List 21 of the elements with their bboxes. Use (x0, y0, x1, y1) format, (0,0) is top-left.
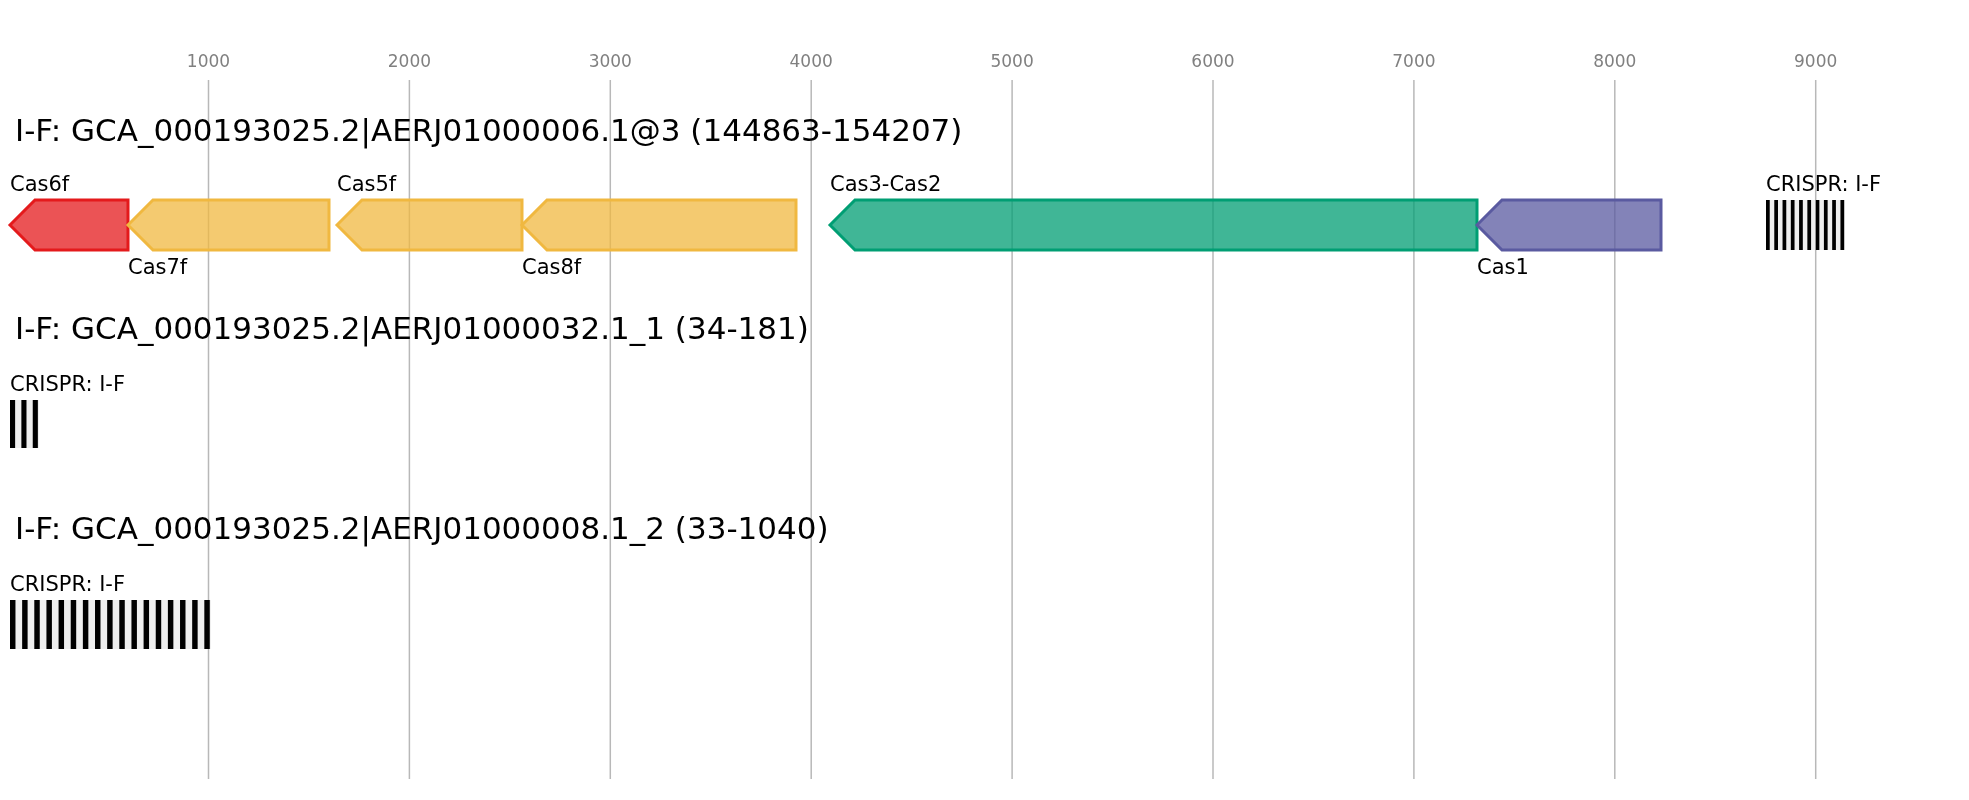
axis-tick-label: 6000 (1191, 51, 1235, 71)
axis-tick-label: 2000 (387, 51, 431, 71)
gene-label: Cas1 (1477, 255, 1529, 279)
array-label: CRISPR: I-F (10, 372, 125, 396)
axis-tick-label: 5000 (990, 51, 1034, 71)
gene-label: Cas6f (10, 172, 70, 196)
axis-tick-label: 7000 (1392, 51, 1436, 71)
track-title: I-F: GCA_000193025.2|AERJ01000006.1@3 (144863-154207) (15, 112, 963, 148)
track-title: I-F: GCA_000193025.2|AERJ01000008.1_2 (33-1040) (15, 510, 829, 546)
gene-label: Cas3-Cas2 (830, 172, 942, 196)
axis-tick-label: 4000 (789, 51, 833, 71)
array-label: CRISPR: I-F (10, 572, 125, 596)
track-title: I-F: GCA_000193025.2|AERJ01000032.1_1 (34-181) (15, 310, 809, 346)
axis-tick-label: 3000 (588, 51, 632, 71)
array-label: CRISPR: I-F (1766, 172, 1881, 196)
axis-tick-label: 9000 (1794, 51, 1838, 71)
gene-label: Cas5f (337, 172, 397, 196)
gene-label: Cas8f (522, 255, 582, 279)
axis-tick-label: 1000 (186, 51, 231, 71)
axis-tick-label: 8000 (1593, 51, 1637, 71)
gene-label: Cas7f (128, 255, 188, 279)
